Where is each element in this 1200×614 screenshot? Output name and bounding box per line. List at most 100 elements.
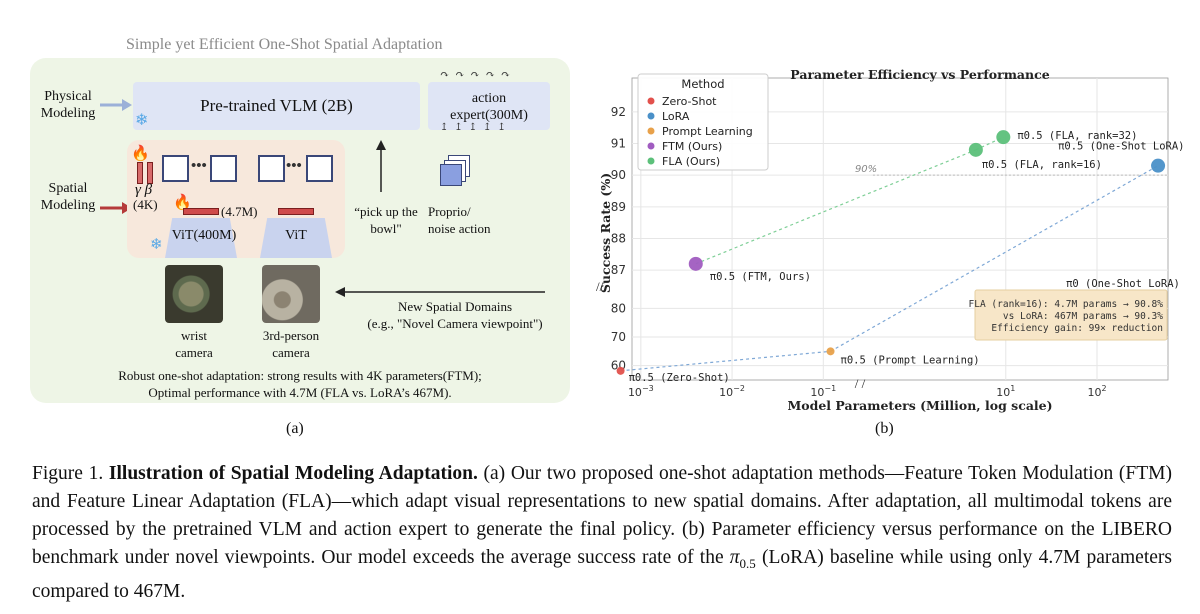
- wrist-camera-label: wrist camera: [175, 328, 213, 360]
- figure-caption: Figure 1. Illustration of Spatial Modeli…: [32, 460, 1172, 606]
- action-expert-block: [428, 82, 550, 130]
- visual-token: [210, 155, 237, 182]
- panel-a-subcaption: (a): [286, 420, 304, 437]
- y-tick-label: 70: [611, 330, 626, 344]
- vlm-block: Pre-trained VLM (2B): [133, 82, 420, 130]
- data-point: [996, 130, 1011, 145]
- new-domain-arrow-icon: [335, 287, 545, 297]
- ellipsis: •••: [191, 158, 207, 174]
- y-axis-break-icon: //: [596, 279, 604, 294]
- visual-token: [258, 155, 285, 182]
- legend-marker: [647, 127, 655, 135]
- visual-token: [162, 155, 189, 182]
- annotation-text: FLA (rank=16): 4.7M params → 90.8%: [969, 299, 1164, 310]
- point-label: π0 (One-Shot LoRA): [1066, 278, 1180, 290]
- annotation-box: [974, 289, 1168, 341]
- y-tick-label: 89: [611, 200, 626, 214]
- spatial-modeling-label: Spatial Modeling: [40, 181, 96, 213]
- caption-bold: Illustration of Spatial Modeling Adaptat…: [108, 463, 478, 484]
- legend-label: LoRA: [662, 110, 690, 123]
- physical-modeling-label: Physical Modeling: [40, 89, 96, 121]
- data-point: [826, 347, 835, 356]
- instruction-arrow-icon: [376, 140, 386, 192]
- instruction-text: “pick up the bowl": [354, 204, 418, 236]
- y-axis-label: Success Rate (%): [598, 173, 613, 293]
- new-domains-text: New Spatial Domains (e.g., "Novel Camera…: [367, 299, 543, 331]
- chart-title: Parameter Efficiency vs Performance: [790, 67, 1049, 82]
- vlm-label: Pre-trained VLM (2B): [200, 96, 353, 115]
- third-person-camera-image: [262, 265, 320, 323]
- x-axis-break-icon: / /: [855, 376, 866, 391]
- legend-marker: [647, 112, 655, 120]
- snowflake-icon: ❄: [135, 112, 149, 129]
- x-tick-label: 10−2: [719, 384, 745, 399]
- legend-label: Prompt Learning: [662, 125, 753, 138]
- trend-line: [830, 165, 1159, 352]
- fla-bar: [278, 208, 314, 215]
- point-label: π0.5 (Prompt Learning): [841, 354, 980, 366]
- fla-bar: [183, 208, 219, 215]
- panel-a-title: Simple yet Efficient One-Shot Spatial Ad…: [126, 36, 443, 53]
- fla-size: (4.7M): [221, 204, 258, 219]
- point-label: π0.5 (FLA, rank=16): [982, 159, 1102, 171]
- legend-title: Method: [681, 77, 724, 91]
- data-point: [616, 366, 625, 375]
- trend-line: [620, 350, 831, 372]
- legend-marker: [647, 142, 655, 150]
- gamma-beta-label: γ β: [135, 182, 153, 198]
- point-label: π0.5 (One-Shot LoRA): [1058, 141, 1184, 153]
- caption-prefix: Figure 1.: [32, 463, 109, 484]
- annotation-text: vs LoRA: 467M params → 90.3%: [1003, 311, 1163, 322]
- wrist-camera-image: [165, 265, 223, 323]
- x-tick-label: 101: [996, 384, 1015, 399]
- y-tick-label: 87: [611, 263, 626, 277]
- y-tick-label: 88: [611, 232, 626, 246]
- x-tick-label: 10−1: [810, 384, 836, 399]
- physical-arrow-icon: [100, 99, 132, 111]
- legend-marker: [647, 157, 655, 165]
- x-axis-label: Model Parameters (Million, log scale): [787, 398, 1052, 413]
- trend-line: [695, 149, 977, 265]
- x-tick-label: 10−3: [628, 384, 654, 399]
- caption-pi-sub: 0.5: [739, 555, 756, 571]
- legend-label: Zero-Shot: [662, 95, 717, 108]
- legend-label: FTM (Ours): [662, 140, 722, 153]
- snowflake-icon: ❄: [150, 237, 163, 253]
- gamma-beta-size: (4K): [133, 197, 158, 212]
- legend-marker: [647, 97, 655, 105]
- y-tick-label: 92: [611, 105, 626, 119]
- data-point: [968, 142, 983, 157]
- data-point: [688, 256, 703, 271]
- y-tick-label: 80: [611, 301, 626, 315]
- gamma-bar: [137, 162, 143, 184]
- y-tick-label: 90: [611, 168, 626, 182]
- reference-line-label: 90%: [855, 164, 877, 175]
- ellipsis: •••: [286, 158, 302, 174]
- proprio-text: Proprio/ noise action: [428, 204, 491, 236]
- vit-400m-block: [165, 218, 237, 258]
- loop-arrows-mid-icon: ↥↥↥↥↥: [440, 122, 512, 133]
- vit-400m-label: ViT(400M): [171, 228, 237, 243]
- fire-icon: 🔥: [131, 146, 150, 162]
- visual-token: [306, 155, 333, 182]
- proprio-square: [440, 164, 462, 186]
- loop-arrows-top-icon: ↷↷↷↷↷: [440, 69, 517, 81]
- panel-b-subcaption: (b): [875, 420, 894, 437]
- y-tick-label: 91: [611, 137, 626, 151]
- data-point: [1151, 158, 1166, 173]
- annotation-text: Efficiency gain: 99× reduction: [991, 323, 1163, 334]
- fire-icon: 🔥: [173, 195, 192, 211]
- caption-text-1: (a) Our two proposed one-shot adaptation…: [32, 463, 1172, 568]
- point-label: π0.5 (FLA, rank=32): [1017, 130, 1137, 142]
- vit-label: ViT: [285, 228, 307, 243]
- x-tick-label: 102: [1087, 384, 1106, 399]
- vit-block: [260, 218, 332, 258]
- third-person-camera-label: 3rd-person camera: [262, 328, 320, 360]
- caption-text-2: (LoRA) baseline while using only 4.7M pa…: [32, 547, 1172, 602]
- point-label: π0.5 (FTM, Ours): [710, 271, 811, 283]
- legend-label: FLA (Ours): [662, 155, 720, 168]
- caption-pi: π: [729, 547, 740, 568]
- action-expert-label: action expert(300M): [450, 91, 528, 123]
- point-label: π0.5 (Zero-Shot): [629, 372, 730, 384]
